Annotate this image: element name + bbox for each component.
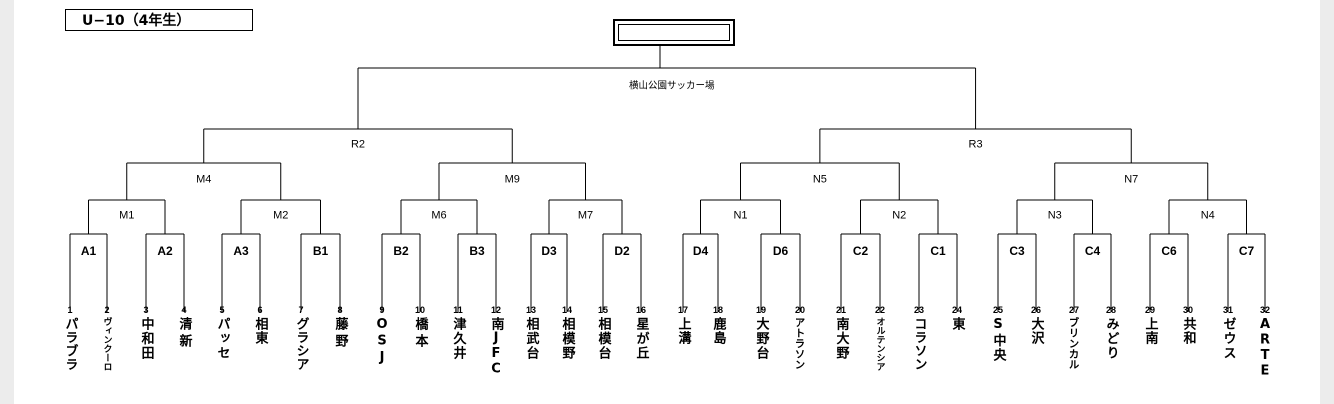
team-seed-number: 16 xyxy=(635,305,647,315)
final-winner-box xyxy=(613,19,735,46)
team-name: 相東 xyxy=(252,317,268,345)
round1-match-label: D3 xyxy=(541,244,557,258)
team-name: ヴィンクーロ xyxy=(101,317,112,371)
quarterfinal-label: M4 xyxy=(196,173,212,186)
team-name: S中央 xyxy=(990,317,1006,363)
team-seed-number: 25 xyxy=(992,305,1004,315)
team-seed-number: 6 xyxy=(257,305,263,315)
round1-match-label: A2 xyxy=(157,244,173,258)
team-seed-number: 19 xyxy=(755,305,767,315)
team-seed-number: 32 xyxy=(1259,305,1271,315)
round1-match-label: C1 xyxy=(930,244,946,258)
team-seed-number: 14 xyxy=(561,305,573,315)
round2-match-label: M2 xyxy=(273,209,289,222)
team-name: みどり xyxy=(1103,317,1119,361)
team-name: 南大野 xyxy=(833,317,849,361)
team-seed-number: 2 xyxy=(104,305,110,315)
round1-match-label: D2 xyxy=(614,244,630,258)
semifinal-label: R3 xyxy=(968,138,983,151)
team-name: 南JFC xyxy=(488,317,504,377)
team-seed-number: 26 xyxy=(1030,305,1042,315)
team-name: コラソン xyxy=(911,317,927,371)
team-seed-number: 29 xyxy=(1144,305,1156,315)
team-seed-number: 1 xyxy=(67,305,73,315)
team-seed-number: 17 xyxy=(677,305,689,315)
team-name: 津久井 xyxy=(450,317,466,361)
round1-match-label: D6 xyxy=(772,244,789,258)
round1-match-label: C6 xyxy=(1161,244,1177,258)
team-name: 中和田 xyxy=(138,317,154,361)
team-name: オルテンシア xyxy=(874,317,885,371)
round1-match-label: D4 xyxy=(692,244,709,258)
team-seed-number: 5 xyxy=(219,305,225,315)
team-name: ゼウス xyxy=(1220,317,1236,361)
team-name: 星が丘 xyxy=(633,317,649,361)
team-seed-number: 30 xyxy=(1182,305,1194,315)
team-seed-number: 3 xyxy=(143,305,149,315)
team-name: 上溝 xyxy=(675,317,691,345)
team-seed-number: 31 xyxy=(1222,305,1234,315)
team-seed-number: 22 xyxy=(874,305,886,315)
round2-match-label: M7 xyxy=(577,209,594,222)
team-seed-number: 23 xyxy=(913,305,925,315)
round1-match-label: C2 xyxy=(852,244,869,258)
team-seed-number: 20 xyxy=(794,305,806,315)
team-seed-number: 13 xyxy=(525,305,537,315)
team-name: グラシア xyxy=(293,317,309,371)
team-name: ブリンカル xyxy=(1067,317,1080,370)
team-name: 橋本 xyxy=(412,317,428,351)
round1-match-label: C7 xyxy=(1238,244,1255,258)
bracket-title: U−10（4年生） xyxy=(65,9,253,31)
round1-match-label: A3 xyxy=(233,244,249,258)
team-name: OSJ xyxy=(374,317,390,367)
round1-match-label: A1 xyxy=(80,244,97,258)
team-name: 相模台 xyxy=(595,317,611,361)
team-name: 共和 xyxy=(1180,317,1196,345)
team-name: パッセ xyxy=(214,317,230,361)
round1-match-label: C4 xyxy=(1084,244,1101,258)
team-seed-number: 15 xyxy=(597,305,609,315)
team-seed-number: 12 xyxy=(490,305,502,315)
round2-match-label: M1 xyxy=(119,209,135,222)
team-name: 鹿島 xyxy=(710,317,726,345)
team-name: 東 xyxy=(949,317,965,331)
team-seed-number: 28 xyxy=(1105,305,1117,315)
bracket-sheet: U−10（4年生） A1 A2 A3 B1 B2 B3 D3 D2 D4 D6 C2 C1 C3 C4 C6… xyxy=(14,0,1320,404)
team-name: 清新 xyxy=(176,317,192,351)
quarterfinal-label: N7 xyxy=(1124,173,1139,186)
round2-match-label: N1 xyxy=(733,209,748,222)
team-seed-number: 21 xyxy=(835,305,847,315)
final-venue-label: 横山公園サッカー場 xyxy=(629,80,715,92)
team-name: 上南 xyxy=(1142,317,1158,345)
round1-match-label: B2 xyxy=(393,244,409,258)
semifinal-label: R2 xyxy=(350,138,366,151)
team-name: ARTE xyxy=(1257,317,1273,379)
round1-match-label: B3 xyxy=(469,244,485,258)
round2-match-label: M6 xyxy=(431,209,447,222)
team-seed-number: 11 xyxy=(453,305,463,315)
team-seed-number: 4 xyxy=(181,305,187,315)
round2-match-label: N4 xyxy=(1200,209,1215,222)
quarterfinal-label: M9 xyxy=(504,173,520,186)
team-name: 相武台 xyxy=(523,317,539,361)
team-seed-number: 10 xyxy=(414,305,426,315)
team-name: 大野台 xyxy=(753,317,769,361)
bracket-lines xyxy=(69,46,1266,312)
team-seed-number: 8 xyxy=(337,305,343,315)
team-name: アトラソン xyxy=(793,317,806,370)
team-seed-number: 24 xyxy=(951,305,963,315)
team-seed-number: 18 xyxy=(712,305,724,315)
team-seed-number: 9 xyxy=(379,305,385,315)
round1-match-label: B1 xyxy=(312,244,329,258)
team-seed-number: 7 xyxy=(298,305,304,315)
team-name: 藤野 xyxy=(332,317,348,351)
round2-match-label: N2 xyxy=(892,209,907,222)
team-name: 相模野 xyxy=(559,317,575,361)
quarterfinal-label: N5 xyxy=(812,173,827,186)
team-seed-number: 27 xyxy=(1068,305,1080,315)
team-name: 大沢 xyxy=(1028,317,1044,345)
round1-match-label: C3 xyxy=(1009,244,1025,258)
round2-match-label: N3 xyxy=(1047,209,1062,222)
team-name: パラブラ xyxy=(62,317,78,371)
